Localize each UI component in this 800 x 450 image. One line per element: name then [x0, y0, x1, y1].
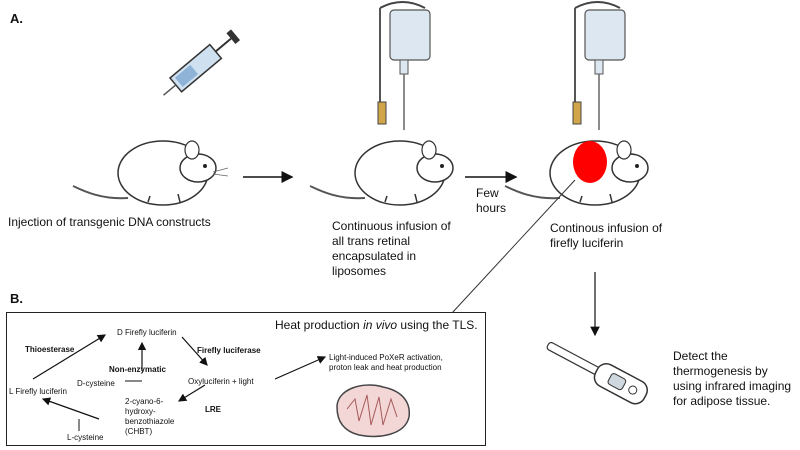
panel-b-title-suffix: using the TLS.: [397, 318, 478, 332]
step3-caption: Continous infusion of firefly luciferin: [550, 221, 662, 251]
mitochondrion-icon: [336, 384, 411, 438]
detect-caption-line: using infrared imaging: [673, 379, 792, 393]
step2-caption-line: all trans retinal: [332, 234, 411, 248]
connector-line: [451, 179, 576, 314]
l-luciferin-label: L Firefly luciferin: [9, 387, 67, 396]
panel-b-title-italic: in vivo: [363, 318, 398, 332]
step2-caption-line: Continuous infusion of: [332, 219, 451, 233]
light-induced-line: Light-induced PoXeR activation,: [329, 353, 443, 362]
oxyluciferin-label: Oxyluciferin + light: [188, 377, 254, 386]
step1-caption: Injection of transgenic DNA constructs: [8, 215, 211, 229]
chbt-label-line: (CHBT): [125, 427, 153, 436]
time-label-line: Few: [476, 186, 499, 200]
time-label-line: hours: [476, 201, 507, 215]
panel-b-pathway-arrows: [32, 334, 411, 438]
step3-caption-line: Continous infusion of: [550, 221, 663, 235]
chbt-label-line: benzothiazole: [125, 417, 175, 426]
syringe-icon: [163, 29, 241, 96]
thioesterase-label: Thioesterase: [25, 345, 75, 354]
detect-caption-line: Detect the: [673, 349, 728, 363]
panel-b-label: B.: [10, 291, 23, 306]
detect-caption: Detect the thermogenesis by using infrar…: [673, 349, 791, 409]
time-label: Few hours: [476, 186, 506, 216]
d-luciferin-label: D Firefly luciferin: [117, 328, 177, 337]
chbt-label: 2-cyano-6- hydroxy- benzothiazole (CHBT): [125, 397, 174, 437]
detect-caption-line: for adipose tissue.: [673, 394, 771, 408]
thermometer-icon: [546, 341, 648, 405]
panel-b-title: Heat production in vivo using the TLS.: [275, 318, 478, 332]
step2-caption: Continuous infusion of all trans retinal…: [332, 219, 451, 279]
iv-bag-icon-1: [377, 1, 431, 130]
detect-caption-line: thermogenesis by: [673, 364, 768, 378]
panel-a-label: A.: [10, 11, 23, 26]
panel-b-box: Heat production in vivo using the TLS. D…: [6, 312, 486, 446]
heat-signal-spot: [573, 141, 607, 183]
light-induced-label: Light-induced PoXeR activation, proton l…: [329, 353, 443, 373]
step2-caption-line: encapsulated in: [332, 249, 417, 263]
light-induced-line: proton leak and heat production: [329, 363, 442, 372]
mouse-icon-1: [72, 140, 229, 206]
panel-b-title-prefix: Heat production: [275, 318, 364, 332]
iv-bag-icon-2: [572, 1, 626, 130]
mouse-icon-2: [309, 140, 454, 206]
non-enzymatic-label: Non-enzymatic: [109, 365, 166, 374]
step2-caption-line: liposomes: [332, 264, 387, 278]
step3-caption-line: firefly luciferin: [550, 236, 624, 250]
firefly-luciferase-label: Firefly luciferase: [197, 346, 261, 355]
lre-label: LRE: [205, 405, 221, 414]
chbt-label-line: hydroxy-: [125, 407, 156, 416]
chbt-label-line: 2-cyano-6-: [125, 397, 164, 406]
d-cysteine-label: D-cysteine: [77, 379, 115, 388]
l-cysteine-label: L-cysteine: [67, 433, 104, 442]
